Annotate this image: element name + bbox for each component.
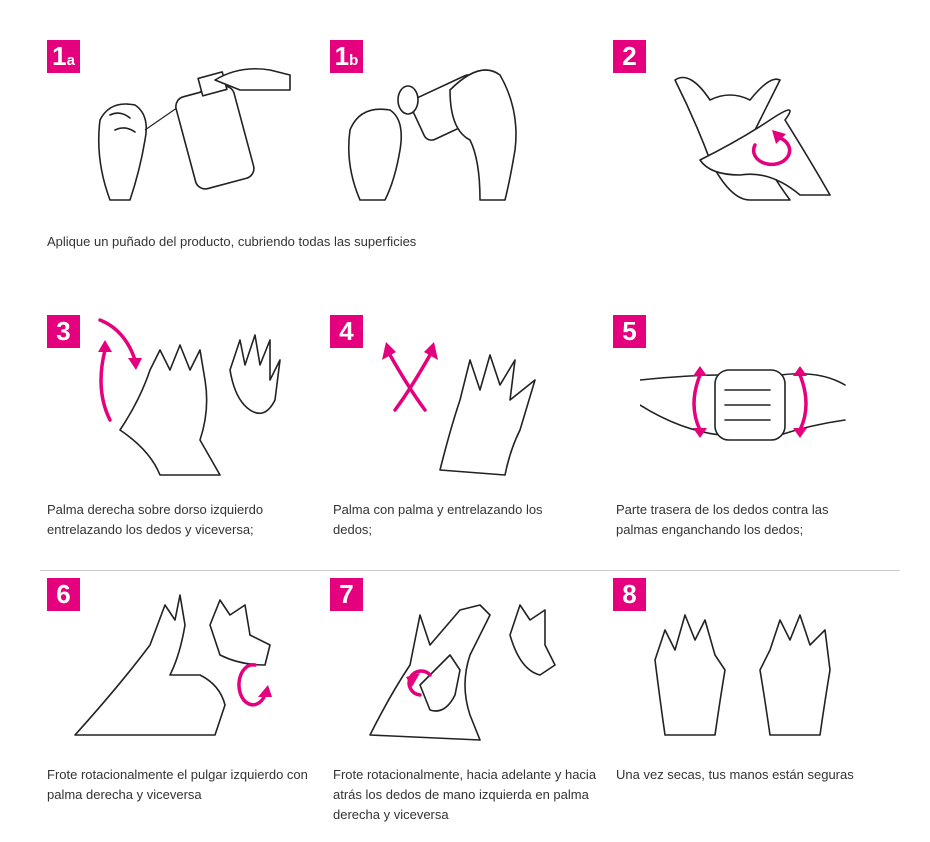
step-4-caption: Palma con palma y entrelazando los dedos… (333, 502, 543, 537)
step-6-badge: 6 (47, 578, 80, 611)
step-1b-illustration (347, 69, 517, 201)
step-number: 1 (52, 41, 67, 71)
step-5-caption: Parte trasera de los dedos contra las pa… (616, 502, 829, 537)
step-1b-badge: 1b (330, 40, 363, 73)
step-number: 7 (339, 579, 354, 609)
step-8-illustration (654, 614, 831, 736)
step-number: 6 (56, 579, 71, 609)
step-number: 1 (334, 41, 350, 71)
step-4-badge: 4 (330, 315, 363, 348)
step-2-badge: 2 (613, 40, 646, 73)
step-3-badge: 3 (47, 315, 80, 348)
step-8-badge: 8 (613, 578, 646, 611)
section-divider (40, 570, 900, 571)
step-4-illustration (382, 342, 536, 476)
step-8-caption: Una vez secas, tus manos están seguras (616, 767, 854, 782)
step-5-badge: 5 (613, 315, 646, 348)
step-number: 8 (622, 579, 637, 609)
step-3-illustration (98, 318, 281, 476)
step-5-illustration (640, 366, 846, 441)
step-number: 3 (56, 316, 71, 346)
step-7-illustration (369, 604, 556, 741)
step-6-caption: Frote rotacionalmente el pulgar izquierd… (47, 767, 308, 802)
step-2-illustration (674, 76, 831, 201)
step-number: 5 (622, 316, 637, 346)
step-7-caption: Frote rotacionalmente, hacia adelante y … (333, 767, 597, 822)
step-1-caption: Aplique un puñado del producto, cubriend… (47, 234, 417, 249)
step-1a-illustration (98, 67, 291, 201)
step-1a-badge: 1a (47, 40, 80, 73)
step-7-badge: 7 (330, 578, 363, 611)
step-number: 4 (339, 316, 354, 346)
step-3-caption: Palma derecha sobre dorso izquierdo entr… (47, 502, 264, 537)
step-number: 2 (622, 41, 637, 71)
step-6-illustration (74, 594, 272, 736)
step-suffix: b (349, 52, 359, 69)
step-suffix: a (66, 52, 75, 69)
